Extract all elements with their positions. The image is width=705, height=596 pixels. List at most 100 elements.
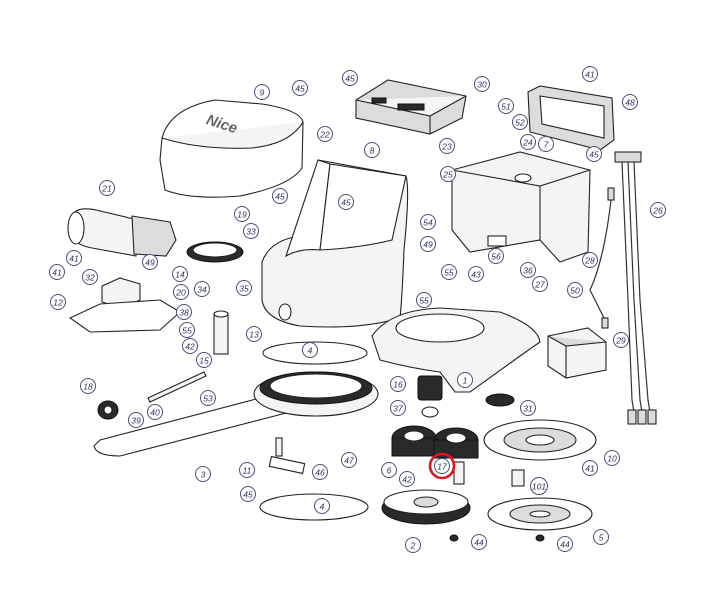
callout-label: 4 xyxy=(320,502,325,512)
callout-4: 4 xyxy=(314,498,330,514)
callout-label: 16 xyxy=(393,380,403,390)
callout-bubble xyxy=(650,202,666,218)
callout-label: 18 xyxy=(83,382,93,392)
callout-bubble xyxy=(567,282,583,298)
callout-41: 41 xyxy=(582,66,598,82)
callout-label: 42 xyxy=(402,475,412,485)
callout-bubble xyxy=(246,326,262,342)
callout-30: 30 xyxy=(474,76,490,92)
callout-45: 45 xyxy=(272,188,288,204)
part-motor xyxy=(67,208,177,257)
callout-56: 56 xyxy=(488,248,504,264)
callout-46: 46 xyxy=(312,464,328,480)
part-shaft xyxy=(213,310,229,355)
callout-bubble xyxy=(179,322,195,338)
callout-43: 43 xyxy=(468,266,484,282)
callout-label: 37 xyxy=(393,404,403,414)
callout-bubble xyxy=(520,134,536,150)
callout-bubble xyxy=(474,76,490,92)
callout-label: 29 xyxy=(615,336,626,346)
callout-bubble xyxy=(194,281,210,297)
part-transformer xyxy=(547,327,607,379)
callout-bubble xyxy=(254,84,270,100)
part-misc-screws xyxy=(268,437,545,542)
callout-15: 15 xyxy=(196,352,212,368)
callout-label: 55 xyxy=(444,268,454,278)
callout-bubble xyxy=(272,188,288,204)
callout-bubble xyxy=(240,486,256,502)
callout-bubble xyxy=(342,70,358,86)
callout-label: 39 xyxy=(131,416,141,426)
callout-45: 45 xyxy=(586,146,602,162)
callout-label: 43 xyxy=(471,270,481,280)
part-gear-14 xyxy=(186,241,244,263)
callout-label: 52 xyxy=(515,118,525,128)
callout-45: 45 xyxy=(338,194,354,210)
callout-label: 8 xyxy=(370,146,375,156)
callout-bubble xyxy=(520,400,536,416)
callout-label: 2 xyxy=(410,541,416,551)
callout-10: 10 xyxy=(604,450,620,466)
callout-label: 25 xyxy=(442,170,453,180)
callout-label: 21 xyxy=(101,184,112,194)
callout-47: 47 xyxy=(341,452,357,468)
callout-label: 48 xyxy=(625,98,635,108)
callout-3: 3 xyxy=(195,466,211,482)
callout-bubble xyxy=(99,180,115,196)
callout-label: 38 xyxy=(179,308,189,318)
callout-55: 55 xyxy=(179,322,195,338)
callout-48: 48 xyxy=(622,94,638,110)
part-encoder-disc xyxy=(483,419,597,461)
callout-label: 55 xyxy=(182,326,192,336)
callout-label: 15 xyxy=(199,356,209,366)
callout-bubble xyxy=(302,342,318,358)
part-gasket-plate xyxy=(68,299,181,333)
callout-bubble xyxy=(82,269,98,285)
callout-50: 50 xyxy=(567,282,583,298)
callout-bubble xyxy=(341,452,357,468)
callout-bubble xyxy=(338,194,354,210)
callout-label: 10 xyxy=(607,454,617,464)
callout-42: 42 xyxy=(399,471,415,487)
callout-55: 55 xyxy=(416,292,432,308)
callout-36: 36 xyxy=(520,262,536,278)
callout-bubble xyxy=(586,146,602,162)
callout-28: 28 xyxy=(582,252,598,268)
callout-label: 54 xyxy=(423,218,433,228)
callout-label: 44 xyxy=(560,540,570,550)
part-bushing-37 xyxy=(421,406,439,418)
callout-label: 49 xyxy=(423,240,433,250)
part-base xyxy=(371,307,541,393)
callout-21: 21 xyxy=(99,180,115,196)
callout-5: 5 xyxy=(593,529,609,545)
callout-label: 19 xyxy=(237,210,247,220)
callout-bubble xyxy=(317,126,333,142)
callout-bubble xyxy=(440,166,456,182)
callout-label: 7 xyxy=(544,140,549,150)
callout-49: 49 xyxy=(420,236,436,252)
callout-bubble xyxy=(50,294,66,310)
callout-bubble xyxy=(613,332,629,348)
callout-52: 52 xyxy=(512,114,528,130)
callout-label: 50 xyxy=(570,286,580,296)
callout-bubble xyxy=(512,114,528,130)
callout-45: 45 xyxy=(240,486,256,502)
callout-bubble xyxy=(468,266,484,282)
callout-label: 41 xyxy=(69,254,79,264)
callout-bubble xyxy=(557,536,573,552)
callout-bubble xyxy=(176,304,192,320)
callout-23: 23 xyxy=(439,138,455,154)
callout-label: 32 xyxy=(85,273,95,283)
callout-label: 6 xyxy=(387,466,392,476)
callout-38: 38 xyxy=(176,304,192,320)
callout-label: 55 xyxy=(419,296,429,306)
part-cover: Nice xyxy=(159,99,304,198)
callout-label: 56 xyxy=(491,252,501,262)
callout-29: 29 xyxy=(613,332,629,348)
callout-bubble xyxy=(172,266,188,282)
callout-7: 7 xyxy=(538,136,554,152)
callout-label: 41 xyxy=(585,70,595,80)
callout-label: 51 xyxy=(501,102,511,112)
part-block xyxy=(101,277,141,309)
